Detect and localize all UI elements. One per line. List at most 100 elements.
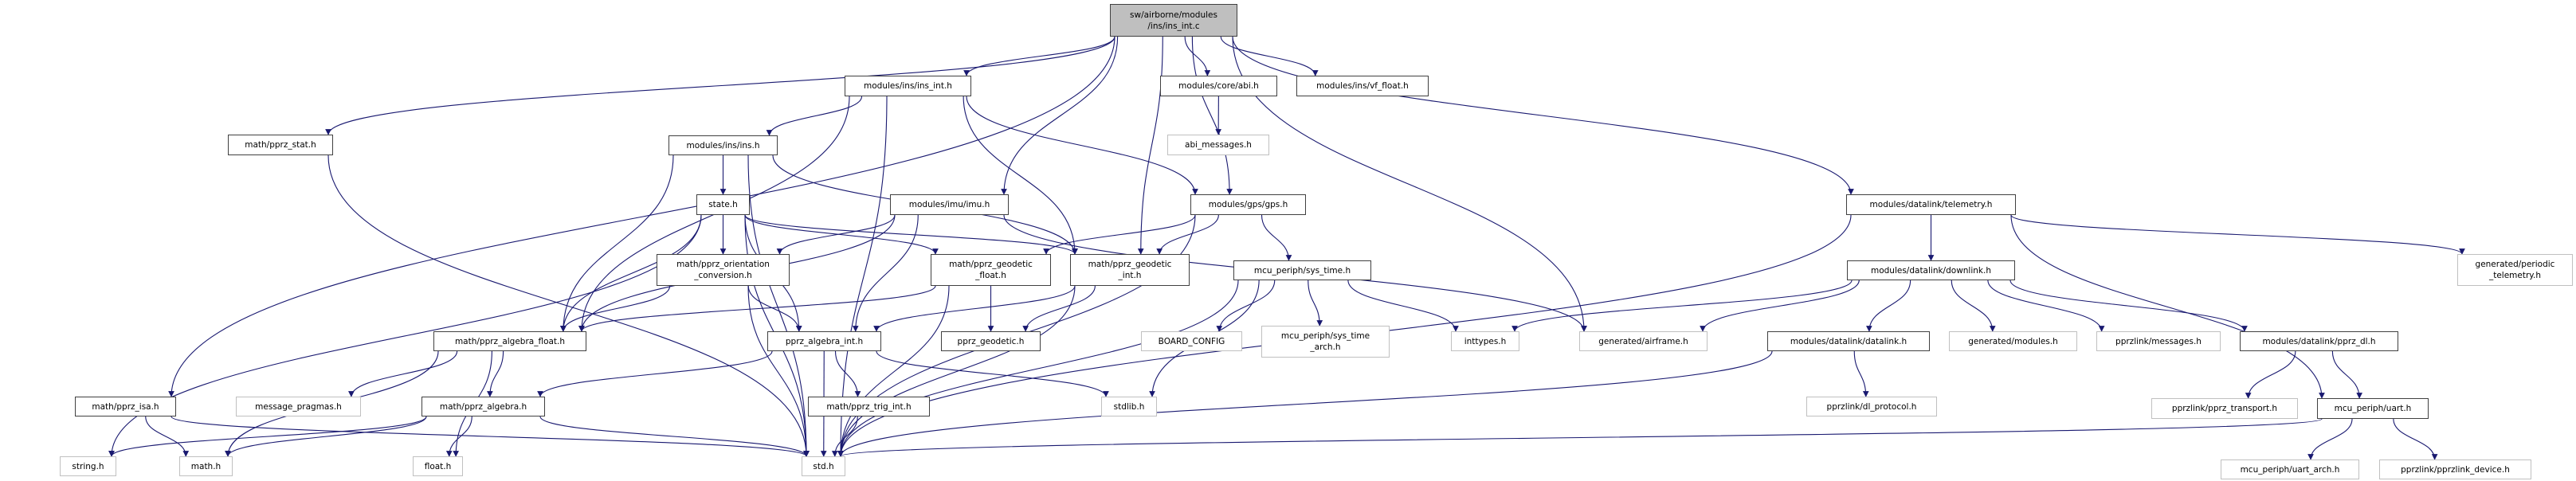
- node-string-h[interactable]: string.h: [60, 456, 116, 476]
- node-pprz-algebra-h[interactable]: math/pprz_algebra.h: [421, 397, 545, 416]
- node-math-h[interactable]: math.h: [179, 456, 233, 476]
- edge-uart_h-to-pprzlink_device_h: [2393, 418, 2438, 460]
- edge-uart_h-to-std_h: [837, 418, 2323, 457]
- edge-state_h-to-geodetic_float_h: [744, 214, 939, 255]
- edge-downlink_h-to-inttypes_h: [1511, 280, 1853, 332]
- edge-algebra_float_h-to-message_pragmas_h: [348, 350, 458, 397]
- edge-state_h-to-geodetic_int_h: [744, 214, 1078, 255]
- edge-sys_time_h-to-sys_time_arch_h: [1308, 280, 1323, 327]
- edge-pprz_algebra_h-to-std_h: [539, 416, 810, 457]
- edge-orientation_h-to-std_h: [747, 285, 810, 457]
- node-abi-h[interactable]: modules/core/abi.h: [1160, 76, 1277, 96]
- node-message-pragmas-h[interactable]: message_pragmas.h: [236, 397, 361, 416]
- node-inttypes-h[interactable]: inttypes.h: [1451, 331, 1519, 351]
- edge-root-to-telemetry_h: [1232, 36, 1854, 195]
- node-std-h[interactable]: std.h: [802, 456, 845, 476]
- edge-gps_h-to-geodetic_float_h: [1043, 214, 1196, 255]
- edge-geodetic_float_h-to-std_h: [837, 285, 950, 457]
- edge-state_h-to-algebra_float_h: [560, 214, 702, 332]
- node-vf-float-h[interactable]: modules/ins/vf_float.h: [1296, 76, 1429, 96]
- node-algebra-int-h[interactable]: pprz_algebra_int.h: [767, 331, 881, 351]
- edge-downlink_h-to-pprz_dl_h: [2009, 280, 2248, 332]
- node-dl-protocol-h[interactable]: pprzlink/dl_protocol.h: [1806, 397, 1937, 416]
- node-pprzlink-device-h[interactable]: pprzlink/pprzlink_device.h: [2379, 459, 2531, 479]
- edge-datalink_h-to-std_h: [837, 350, 1773, 457]
- node-sys-time-arch-h[interactable]: mcu_periph/sys_time _arch.h: [1261, 326, 1390, 358]
- edge-ins_int_h-to-std_h: [837, 96, 888, 457]
- edge-sys_time_h-to-inttypes_h: [1347, 280, 1459, 332]
- node-pprz-dl-h[interactable]: modules/datalink/pprz_dl.h: [2240, 331, 2398, 351]
- node-trig-int-h[interactable]: math/pprz_trig_int.h: [808, 397, 930, 416]
- edge-ins_int_h-to-geodetic_int_h: [963, 96, 1078, 255]
- node-geodetic-float-h[interactable]: math/pprz_geodetic _float.h: [931, 254, 1051, 286]
- node-state-h[interactable]: state.h: [696, 194, 750, 215]
- edge-pprz_algebra_h-to-string_h: [108, 416, 427, 457]
- node-downlink-h[interactable]: modules/datalink/downlink.h: [1847, 260, 2015, 280]
- node-orientation-conversion-h[interactable]: math/pprz_orientation _conversion.h: [657, 254, 790, 286]
- node-airframe-h[interactable]: generated/airframe.h: [1579, 331, 1708, 351]
- edge-telemetry_h-to-periodic_telemetry_h: [2010, 214, 2465, 255]
- edge-imu_h-to-orientation_h: [776, 214, 896, 255]
- edge-root-to-pprz_isa_h: [168, 36, 1115, 397]
- edge-pprz_dl_h-to-uart_h: [2331, 350, 2362, 399]
- node-geodetic-int-h[interactable]: math/pprz_geodetic _int.h: [1070, 254, 1190, 286]
- node-algebra-float-h[interactable]: math/pprz_algebra_float.h: [433, 331, 586, 351]
- edge-geodetic_int_h-to-pprz_geodetic_h: [1022, 285, 1096, 332]
- edge-algebra_int_h-to-pprz_algebra_h: [537, 350, 773, 397]
- edge-sys_time_h-to-board_config: [1216, 280, 1276, 332]
- node-abi-messages-h[interactable]: abi_messages.h: [1167, 135, 1269, 155]
- node-ins-int-h[interactable]: modules/ins/ins_int.h: [845, 76, 971, 96]
- node-pprz-transport-h[interactable]: pprzlink/pprz_transport.h: [2151, 398, 2298, 419]
- edge-root-to-vf_float_h: [1220, 36, 1319, 76]
- edge-sys_time_h-to-std_h: [837, 280, 1239, 457]
- node-board-config[interactable]: BOARD_CONFIG: [1141, 331, 1242, 351]
- edge-algebra_float_h-to-pprz_algebra_h: [487, 350, 504, 397]
- node-datalink-h[interactable]: modules/datalink/datalink.h: [1767, 331, 1930, 351]
- node-pprz-stat-h[interactable]: math/pprz_stat.h: [228, 135, 333, 155]
- edge-root-to-ins_int_h: [963, 36, 1115, 76]
- edge-algebra_int_h-to-stdlib_h: [876, 350, 1109, 397]
- node-stdlib-h[interactable]: stdlib.h: [1101, 397, 1157, 416]
- node-pprz-geodetic-h[interactable]: pprz_geodetic.h: [941, 331, 1041, 351]
- edge-geodetic_int_h-to-algebra_int_h: [873, 285, 1076, 332]
- node-telemetry-h[interactable]: modules/datalink/telemetry.h: [1846, 194, 2016, 215]
- edge-ins_int_h-to-ins_h: [766, 96, 863, 136]
- edge-gps_h-to-geodetic_int_h: [1156, 214, 1219, 255]
- edge-downlink_h-to-datalink_h: [1866, 280, 1911, 332]
- edge-pprz_algebra_h-to-math_h: [225, 416, 427, 457]
- node-generated-modules-h[interactable]: generated/modules.h: [1949, 331, 2077, 351]
- edge-pprz_algebra_h-to-float_h: [445, 416, 472, 457]
- edge-downlink_h-to-airframe_h: [1700, 280, 1860, 332]
- node-pprzlink-messages-h[interactable]: pprzlink/messages.h: [2096, 331, 2221, 351]
- edge-pprz_isa_h-to-math_h: [145, 416, 190, 457]
- edge-uart_h-to-uart_arch_h: [2307, 418, 2353, 460]
- edge-geodetic_int_h-to-std_h: [837, 285, 1076, 457]
- node-sys-time-h[interactable]: mcu_periph/sys_time.h: [1233, 260, 1371, 280]
- edge-ins_int_h-to-gps_h: [966, 96, 1198, 195]
- node-periodic-telemetry-h[interactable]: generated/periodic _telemetry.h: [2457, 254, 2573, 286]
- edge-pprz_isa_h-to-std_h: [171, 416, 810, 457]
- node-uart-h[interactable]: mcu_periph/uart.h: [2317, 398, 2429, 419]
- edge-orientation_h-to-algebra_float_h: [560, 285, 671, 332]
- edge-state_h-to-string_h: [108, 214, 702, 457]
- edge-downlink_h-to-modules_h: [1951, 280, 1996, 332]
- node-imu-h[interactable]: modules/imu/imu.h: [890, 194, 1009, 215]
- node-gps-h[interactable]: modules/gps/gps.h: [1190, 194, 1306, 215]
- edge-root-to-geodetic_int_h: [1137, 36, 1163, 255]
- edge-root-to-pprz_stat_h: [325, 36, 1115, 135]
- node-pprz-isa-h[interactable]: math/pprz_isa.h: [75, 397, 176, 416]
- node-float-h[interactable]: float.h: [413, 456, 463, 476]
- edge-downlink_h-to-messages_h: [1987, 280, 2105, 332]
- edge-trig_int_h-to-std_h: [831, 416, 858, 457]
- edge-datalink_h-to-dl_protocol_h: [1853, 350, 1869, 397]
- node-root[interactable]: sw/airborne/modules /ins/ins_int.c: [1110, 4, 1237, 37]
- edge-root-to-imu_h: [1001, 36, 1119, 195]
- edge-root-to-abi_h: [1184, 36, 1211, 76]
- edge-ins_h-to-std_h: [747, 154, 810, 457]
- edge-pprz_stat_h-to-std_h: [327, 154, 810, 457]
- node-uart-arch-h[interactable]: mcu_periph/uart_arch.h: [2221, 459, 2359, 479]
- node-ins-h[interactable]: modules/ins/ins.h: [669, 135, 778, 155]
- edge-root-to-gps_h: [1191, 36, 1233, 195]
- edge-imu_h-to-algebra_int_h: [852, 214, 919, 332]
